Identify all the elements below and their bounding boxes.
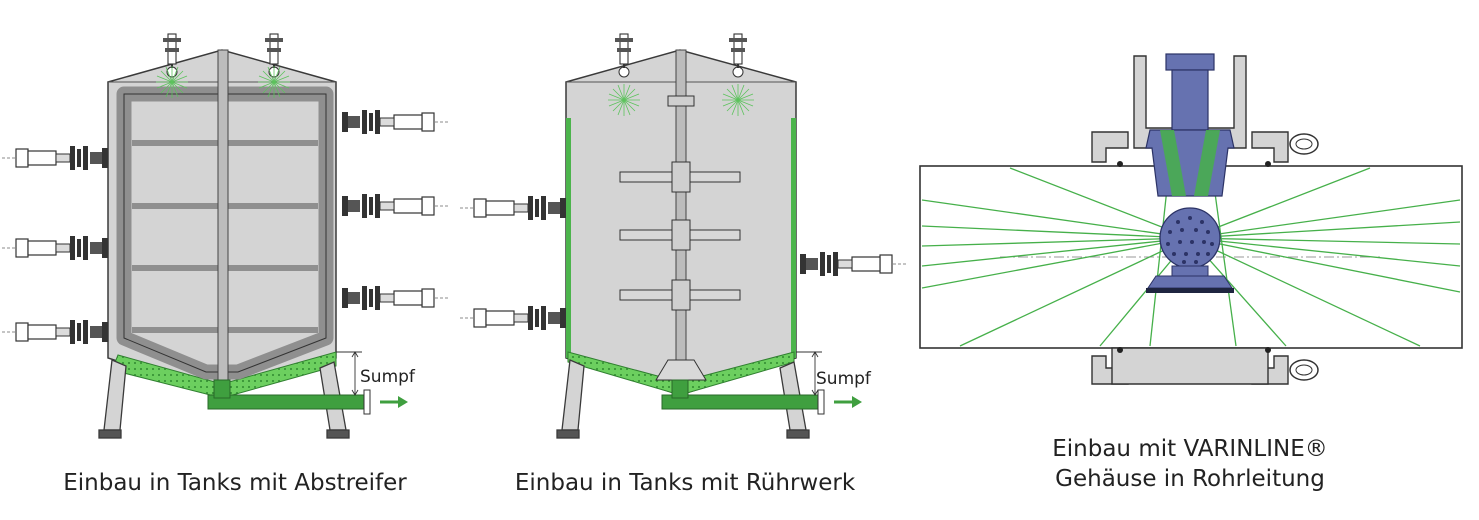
caption-agitator: Einbau in Tanks mit Rührwerk	[514, 470, 856, 496]
varinline-housing	[919, 53, 1463, 385]
scraper-frame	[116, 49, 334, 381]
clamp-ring-bottom	[1117, 347, 1319, 381]
tank-scraper: Sumpf	[1, 33, 449, 439]
caption-varinline-line1: Einbau mit VARINLINE®	[1052, 436, 1328, 462]
tank-agitator: Sumpf	[459, 33, 907, 439]
clamp-ring-top	[1117, 133, 1319, 167]
caption-varinline-line2: Gehäuse in Rohrleitung	[1055, 466, 1325, 492]
nozzle-base	[1146, 265, 1234, 293]
housing-neck	[1091, 55, 1289, 385]
sump-label: Sumpf	[360, 367, 416, 387]
sump-dimension-2	[796, 351, 822, 396]
blue-nozzle-holder	[1145, 53, 1235, 197]
drain-pipe-2	[661, 379, 862, 415]
caption-scraper: Einbau in Tanks mit Abstreifer	[63, 470, 407, 496]
side-sensors-left	[1, 145, 109, 345]
side-sensors-right	[341, 109, 449, 311]
agitator-shaft	[619, 49, 741, 381]
sump-dimension	[336, 351, 362, 396]
caption-varinline: Einbau mit VARINLINE® Gehäuse in Rohrlei…	[1010, 434, 1370, 494]
spray-ball-icon	[1159, 207, 1221, 269]
drain-pipe	[207, 379, 408, 415]
sump-label-2: Sumpf	[816, 369, 872, 389]
